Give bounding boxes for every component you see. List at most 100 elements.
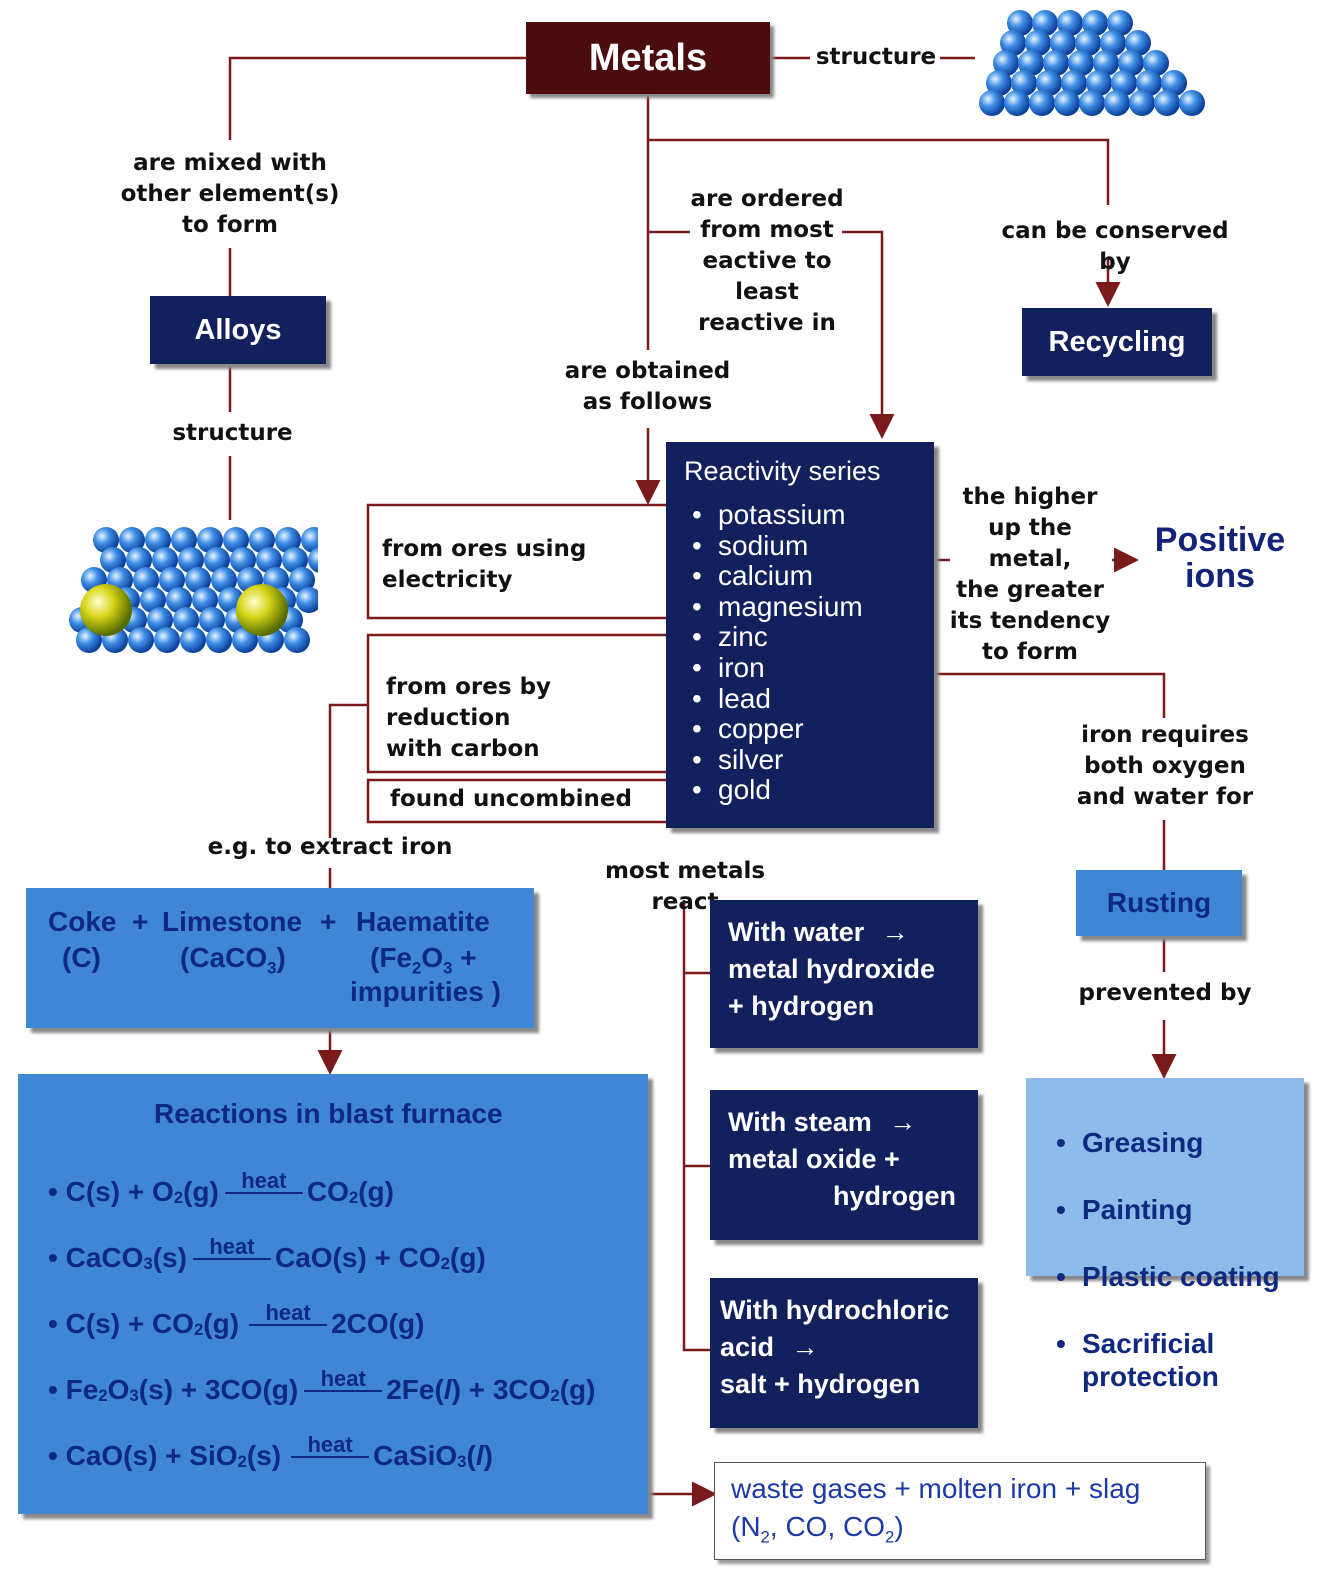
metal-item: silver <box>692 744 863 776</box>
atom-sphere <box>140 587 166 613</box>
water-line2: metal hydroxide <box>728 954 936 984</box>
steam-line3: hydrogen <box>832 1181 956 1211</box>
atom-sphere <box>1082 10 1108 36</box>
atom-sphere <box>145 527 171 553</box>
atom-sphere <box>80 584 132 636</box>
prevention-list: Greasing Painting Plastic coating Sacrif… <box>1056 1092 1280 1427</box>
atom-sphere <box>1093 50 1119 76</box>
metal-item: lead <box>692 683 863 715</box>
atom-sphere <box>197 527 223 553</box>
metal-lattice-image <box>979 10 1205 116</box>
ores-electricity-label: from ores using electricity <box>382 536 587 593</box>
extract-label: e.g. to extract iron <box>207 834 453 860</box>
structure-top-label: structure <box>815 44 937 70</box>
prevention-item: Greasing <box>1056 1126 1280 1160</box>
atom-sphere <box>284 627 310 653</box>
metal-item: iron <box>692 652 863 684</box>
waste-line1: waste gases + molten iron + slag <box>731 1473 1141 1504</box>
metals-box: Metals <box>526 22 770 94</box>
atom-sphere <box>178 547 204 573</box>
prevention-item: Sacrificial protection <box>1056 1327 1280 1394</box>
reactivity-list: potassium sodium calcium magnesium zinc … <box>692 499 863 806</box>
water-reaction-box: With water → metal hydroxide + hydrogen <box>710 900 978 1048</box>
haematite-text: Haematite <box>356 906 490 937</box>
atom-sphere <box>1036 70 1062 96</box>
blast-inputs-box: Coke (C) + Limestone (CaCO3) + Haematite… <box>26 888 534 1028</box>
atom-sphere <box>282 547 308 573</box>
metal-item: magnesium <box>692 591 863 623</box>
atom-sphere <box>119 527 145 553</box>
atom-sphere <box>185 567 211 593</box>
atom-sphere <box>1011 70 1037 96</box>
atom-sphere <box>1125 30 1151 56</box>
atom-sphere <box>1029 90 1055 116</box>
acid-reaction-box: With hydrochloric acid → salt + hydrogen <box>710 1278 978 1428</box>
atom-sphere <box>1111 70 1137 96</box>
steam-line2: metal oxide + <box>728 1144 900 1174</box>
atom-sphere <box>1007 10 1033 36</box>
atom-sphere <box>173 607 199 633</box>
limestone-text: Limestone <box>162 906 303 937</box>
acid-line1: With hydrochloric <box>720 1295 950 1325</box>
atom-sphere <box>1043 50 1069 76</box>
acid-line2: acid → <box>720 1332 819 1362</box>
atom-sphere <box>180 627 206 653</box>
prevented-label: prevented by <box>1078 980 1252 1006</box>
atom-sphere <box>1136 70 1162 96</box>
coke-formula: (C) <box>62 942 101 973</box>
rusting-text: Rusting <box>1106 887 1212 918</box>
waste-products-box: waste gases + molten iron + slag (N2, CO… <box>714 1462 1206 1560</box>
atom-sphere <box>1018 50 1044 76</box>
obtained-label: are obtained as follows <box>564 358 731 415</box>
acid-line3: salt + hydrogen <box>720 1369 921 1399</box>
uncombined-label: found uncombined <box>390 786 632 812</box>
prevention-item: Plastic coating <box>1056 1260 1280 1294</box>
haematite-impurities: impurities ) <box>350 976 501 1007</box>
higher-label: the higher up the metal, the greater its… <box>949 484 1111 665</box>
atom-sphere <box>128 627 154 653</box>
atom-sphere <box>1107 10 1133 36</box>
metal-item: copper <box>692 714 863 745</box>
atom-sphere <box>1061 70 1087 96</box>
atom-sphere <box>979 90 1005 116</box>
atom-sphere <box>1025 30 1051 56</box>
alloy-lattice-image <box>69 527 318 653</box>
ores-carbon-label: from ores by reduction with carbon <box>386 674 552 762</box>
atom-sphere <box>1068 50 1094 76</box>
atom-sphere <box>1050 30 1076 56</box>
metal-item: gold <box>692 775 863 806</box>
atom-sphere <box>100 547 126 573</box>
atom-sphere <box>289 567 315 593</box>
metal-item: sodium <box>692 530 863 562</box>
atom-sphere <box>1100 30 1126 56</box>
atom-sphere <box>1118 50 1144 76</box>
atom-sphere <box>133 567 159 593</box>
atom-sphere <box>171 527 197 553</box>
atom-sphere <box>986 70 1012 96</box>
atom-sphere <box>1032 10 1058 36</box>
reactivity-series-box: Reactivity series potassium sodium calci… <box>666 442 934 828</box>
furnace-title: Reactions in blast furnace <box>154 1098 503 1129</box>
mixed-label: are mixed with other element(s) to form <box>120 150 340 238</box>
atom-sphere <box>1054 90 1080 116</box>
atom-sphere <box>230 547 256 573</box>
plus-sign: + <box>132 906 149 937</box>
atom-sphere <box>1075 30 1101 56</box>
steam-line1: With steam → <box>728 1107 917 1137</box>
alloys-text: Alloys <box>194 313 282 346</box>
coke-text: Coke <box>48 906 117 937</box>
atom-sphere <box>154 627 180 653</box>
plus-sign: + <box>320 906 337 937</box>
water-line1: With water → <box>728 917 909 947</box>
structure-left-label: structure <box>172 420 293 446</box>
atom-sphere <box>192 587 218 613</box>
metals-title: Metals <box>588 36 708 79</box>
atom-sphere <box>1179 90 1205 116</box>
most-metals-label: most metals react <box>604 858 766 915</box>
atom-sphere <box>126 547 152 573</box>
atom-sphere <box>275 527 301 553</box>
